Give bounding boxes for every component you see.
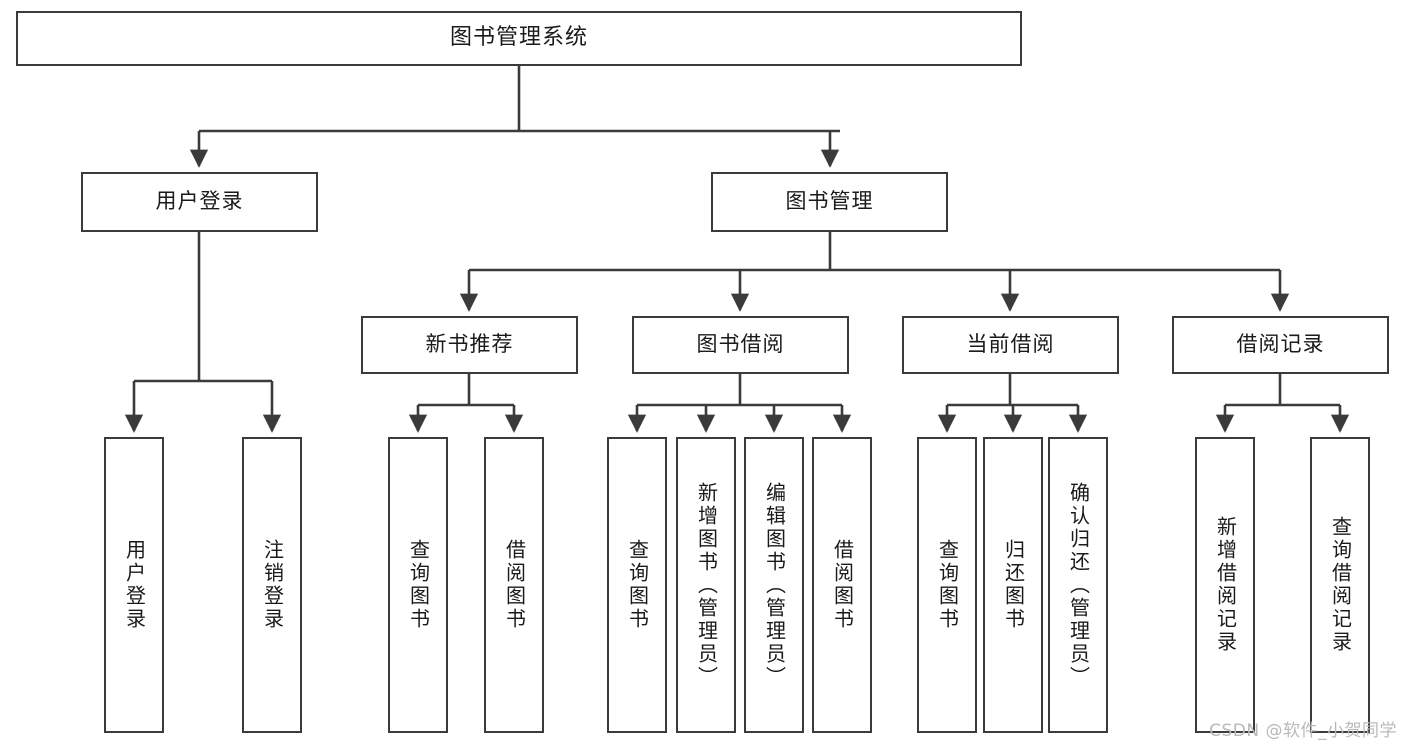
- node-book-borrow[interactable]: 图书借阅: [632, 316, 849, 374]
- leaf-label: 借阅图书: [830, 539, 855, 631]
- leaf-label: 用户登录: [122, 539, 147, 631]
- leaf-user-login[interactable]: 用户登录: [104, 437, 164, 733]
- leaf-label: 归还图书: [1001, 539, 1026, 631]
- leaf-label: 新增借阅记录: [1213, 516, 1238, 654]
- leaf-label: 查询图书: [625, 539, 650, 631]
- watermark: CSDN @软件_小贺同学: [1209, 721, 1397, 741]
- leaf-label: 确认归还（管理员）: [1066, 481, 1091, 689]
- node-label: 用户登录: [155, 189, 244, 214]
- leaf-confirm-return-admin[interactable]: 确认归还（管理员）: [1048, 437, 1108, 733]
- leaf-label: 新增图书（管理员）: [694, 481, 719, 689]
- leaf-query-book-new[interactable]: 查询图书: [388, 437, 448, 733]
- leaf-add-borrow-record[interactable]: 新增借阅记录: [1195, 437, 1255, 733]
- leaf-query-book-current[interactable]: 查询图书: [917, 437, 977, 733]
- node-new-book-recommend[interactable]: 新书推荐: [361, 316, 578, 374]
- node-label: 当前借阅: [966, 332, 1055, 357]
- leaf-logout[interactable]: 注销登录: [242, 437, 302, 733]
- node-user-login[interactable]: 用户登录: [81, 172, 318, 232]
- node-root[interactable]: 图书管理系统: [16, 11, 1022, 66]
- node-label: 借阅记录: [1236, 332, 1325, 357]
- node-label: 图书借阅: [696, 332, 785, 357]
- node-label: 图书管理: [785, 189, 874, 214]
- leaf-borrow-book[interactable]: 借阅图书: [812, 437, 872, 733]
- leaf-edit-book-admin[interactable]: 编辑图书（管理员）: [744, 437, 804, 733]
- leaf-label: 查询图书: [935, 539, 960, 631]
- leaf-add-book-admin[interactable]: 新增图书（管理员）: [676, 437, 736, 733]
- leaf-label: 查询图书: [406, 539, 431, 631]
- leaf-borrow-book-new[interactable]: 借阅图书: [484, 437, 544, 733]
- leaf-label: 编辑图书（管理员）: [762, 481, 787, 689]
- node-label: 新书推荐: [425, 332, 514, 357]
- leaf-label: 注销登录: [260, 539, 285, 631]
- leaf-query-borrow-record[interactable]: 查询借阅记录: [1310, 437, 1370, 733]
- leaf-query-book[interactable]: 查询图书: [607, 437, 667, 733]
- leaf-return-book[interactable]: 归还图书: [983, 437, 1043, 733]
- node-current-borrow[interactable]: 当前借阅: [902, 316, 1119, 374]
- node-book-manage[interactable]: 图书管理: [711, 172, 948, 232]
- node-borrow-record[interactable]: 借阅记录: [1172, 316, 1389, 374]
- leaf-label: 借阅图书: [502, 539, 527, 631]
- node-root-label: 图书管理系统: [449, 25, 588, 51]
- leaf-label: 查询借阅记录: [1328, 516, 1353, 654]
